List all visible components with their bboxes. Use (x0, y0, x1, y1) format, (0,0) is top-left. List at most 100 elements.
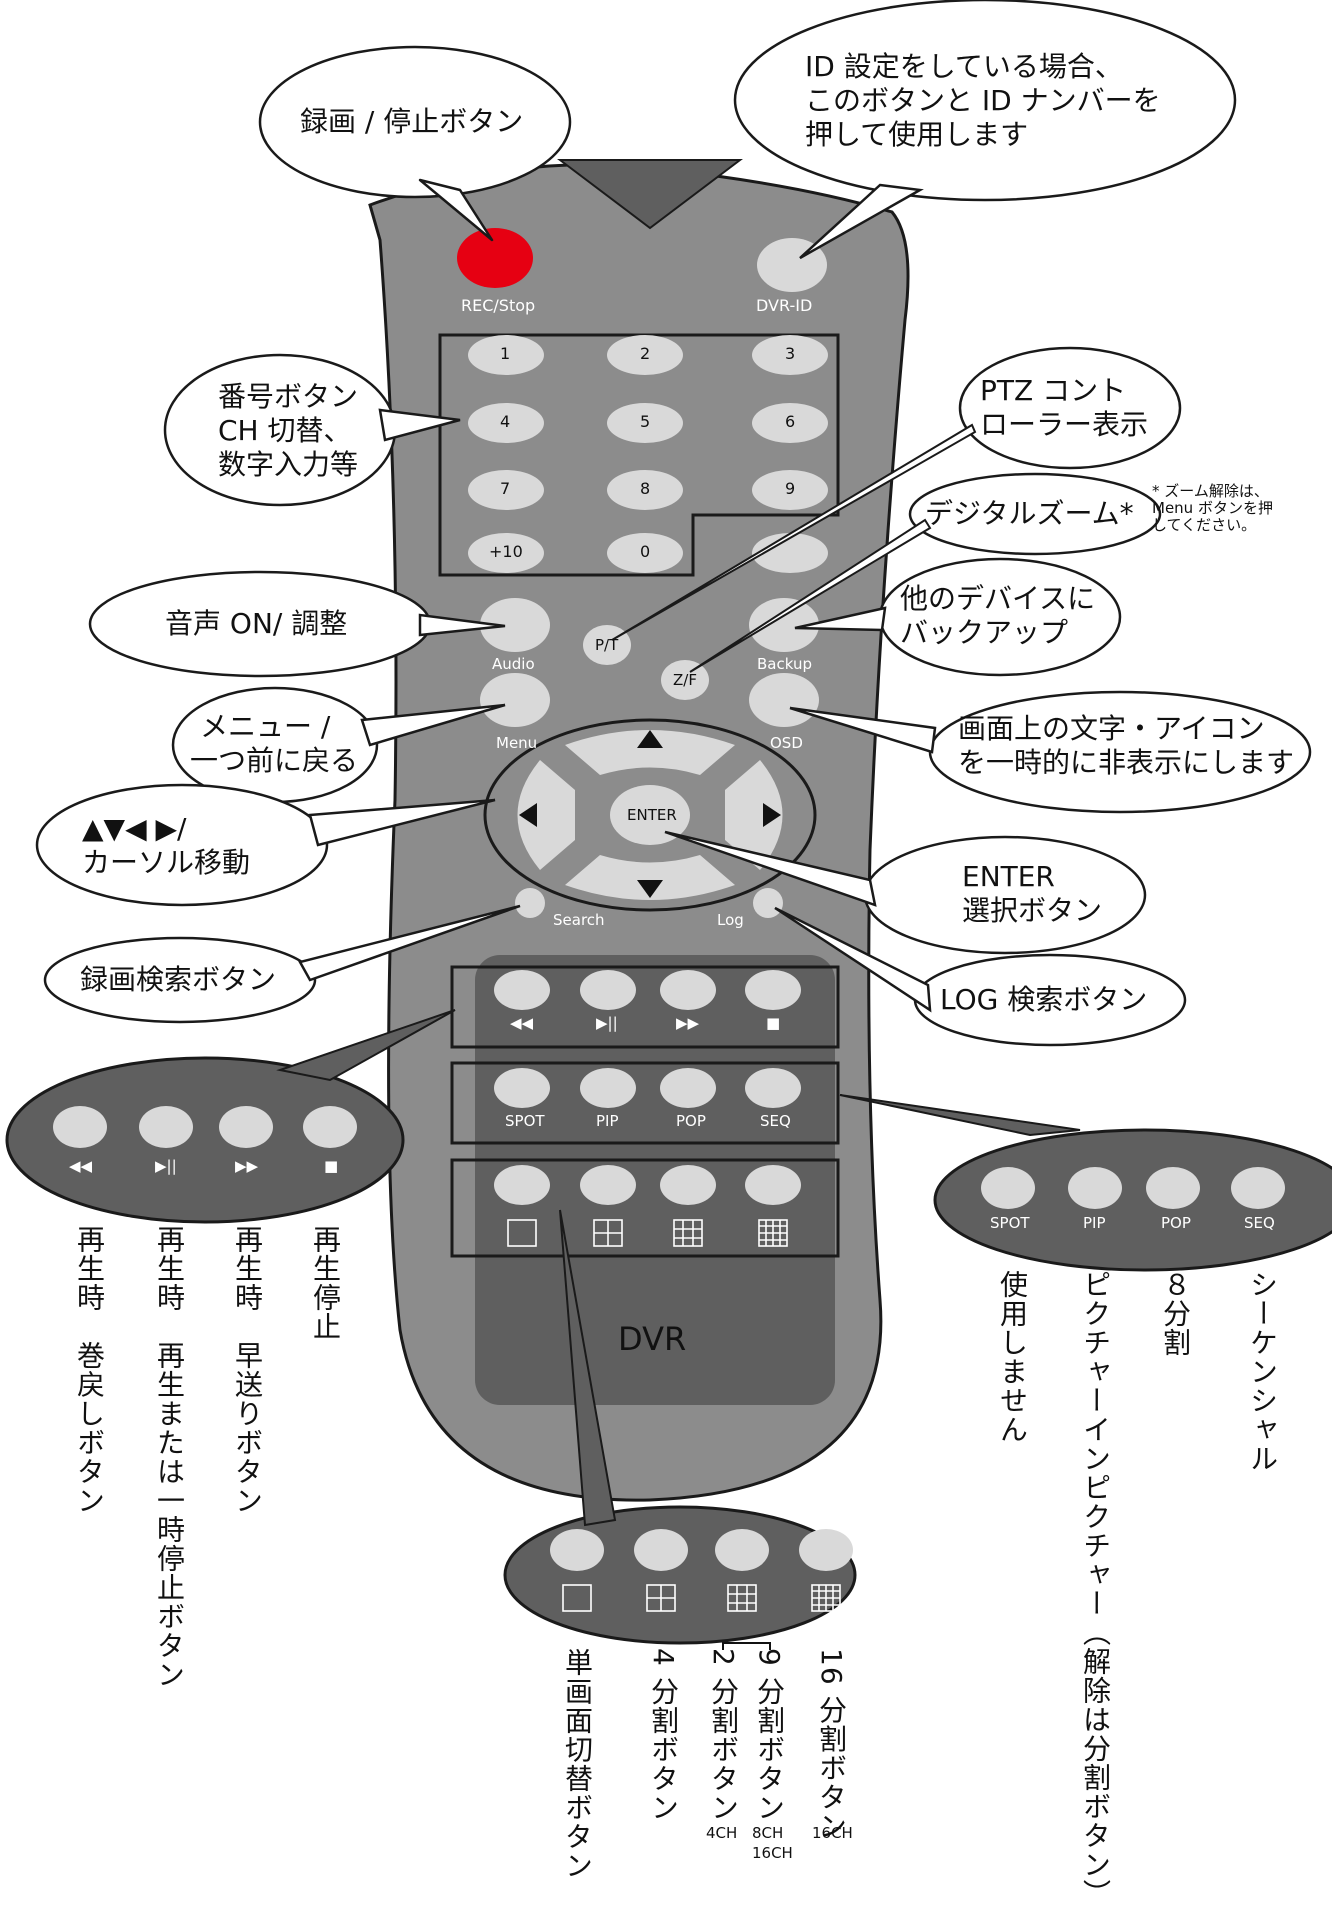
num-0 (607, 533, 683, 573)
log-label: Log (717, 911, 744, 929)
num-8 (607, 470, 683, 510)
zoom-seq-button (1231, 1167, 1285, 1209)
cursor-bubble (35, 783, 496, 907)
enter-bubble (664, 830, 1147, 955)
search-label: Search (553, 911, 605, 929)
stop-icon: ■ (766, 1014, 781, 1032)
split-1-button (494, 1165, 550, 1205)
rewind-desc: 再生時 巻戻しボタン (73, 1225, 106, 1515)
backup-bubble (794, 557, 1122, 677)
dvrid-callout-1: ID 設定をしている場合、 (805, 50, 1123, 83)
zoom-rewind-icon: ◀◀ (69, 1157, 93, 1175)
num-label-9: 9 (785, 479, 796, 498)
osd-label: OSD (770, 734, 803, 752)
numbers-bubble (163, 353, 461, 507)
split-16-desc: 16 分割ボタン (815, 1648, 848, 1841)
remote-notch (557, 159, 743, 230)
zoom-split-4-button (634, 1529, 688, 1571)
split-4-desc: 4 分割ボタン (647, 1648, 680, 1822)
cursor-callout-1: ▲▼◀ ▶/ (82, 812, 187, 845)
zoom-split-16-button (799, 1529, 853, 1571)
dpad-right (725, 760, 783, 870)
mode-frame (450, 1061, 840, 1145)
num-label-5: 5 (640, 412, 651, 431)
search-callout: 録画検索ボタン (80, 963, 277, 996)
seq-desc: シーケンシャル (1246, 1270, 1279, 1473)
num-blank (752, 533, 828, 573)
fast-forward-desc: 再生時 早送りボタン (231, 1225, 264, 1515)
split-4-icon (593, 1219, 623, 1247)
ptz-callout-2: ローラー表示 (980, 408, 1149, 441)
pop-desc: ８分割 (1159, 1270, 1192, 1357)
rec-callout: 録画 / 停止ボタン (300, 105, 524, 138)
play-pause-desc: 再生時 再生または一時停止ボタン (153, 1225, 186, 1689)
audio-callout: 音声 ON/ 調整 (165, 607, 348, 640)
rewind-button (494, 970, 550, 1010)
zoom-note-3: してください。 (1152, 516, 1257, 534)
arrow-up-icon (637, 730, 663, 748)
zoom-pointer (689, 518, 932, 673)
dvrid-callout-2: このボタンと ID ナンバーを (805, 84, 1161, 117)
fast-forward-icon: ▶▶ (676, 1014, 700, 1032)
enter-label: ENTER (627, 806, 677, 824)
split-4-button (580, 1165, 636, 1205)
zf-label: Z/F (673, 671, 697, 689)
pip-label: PIP (596, 1112, 619, 1130)
arrow-left-icon (519, 803, 537, 827)
zoom-split-16-icon (811, 1584, 841, 1612)
split-9-ch-a: 8CH (752, 1824, 784, 1842)
stop-button (745, 970, 801, 1010)
pip-button (580, 1068, 636, 1108)
zoom-stop-button (303, 1106, 357, 1148)
num-label-10: +10 (489, 542, 523, 561)
seq-button (745, 1068, 801, 1108)
zoom-play-button (139, 1106, 193, 1148)
zoom-pip-button (1068, 1167, 1122, 1209)
menu-bubble (171, 686, 506, 804)
audio-button (480, 598, 550, 652)
ptz-bubble (958, 346, 1182, 470)
num-label-4: 4 (500, 412, 511, 431)
osd-button (749, 673, 819, 727)
search-bubble (43, 904, 521, 1024)
zoom-stop-icon: ■ (324, 1157, 339, 1175)
zoom-bubble (908, 472, 1162, 556)
num-9 (752, 470, 828, 510)
num-3 (752, 335, 828, 375)
dpad-arrows (519, 730, 781, 898)
rec-button (457, 228, 533, 288)
split-1-icon (507, 1219, 537, 1247)
dpad-outline (483, 718, 817, 912)
rec-bubble (258, 45, 572, 242)
pop-label: POP (676, 1112, 706, 1130)
zoom-note-1: * ズーム解除は、 (1152, 482, 1269, 500)
num-10 (468, 533, 544, 573)
playback-frame (450, 965, 840, 1049)
num-6 (752, 403, 828, 443)
zoom-split-1-icon (562, 1584, 592, 1612)
zoom-split-1-button (550, 1529, 604, 1571)
zoom-pip-label: PIP (1083, 1214, 1106, 1232)
rewind-icon: ◀◀ (510, 1014, 534, 1032)
num-label-3: 3 (785, 344, 796, 363)
enter-callout-2: 選択ボタン (962, 894, 1103, 927)
pop-button (660, 1068, 716, 1108)
zoom-split-4-icon (646, 1584, 676, 1612)
dvrid-bubble (733, 0, 1237, 260)
numbers-callout-3: 数字入力等 (218, 448, 359, 481)
playback-zoom (5, 1056, 405, 1224)
split-9-icon (673, 1219, 703, 1247)
osd-callout-1: 画面上の文字・アイコン (958, 712, 1265, 745)
num-4 (468, 403, 544, 443)
menu-label: Menu (496, 734, 538, 752)
log-callout: LOG 検索ボタン (940, 983, 1148, 1016)
zoom-note-2: Menu ボタンを押 (1152, 499, 1273, 517)
zoom-spot-button (981, 1167, 1035, 1209)
log-button (753, 888, 783, 918)
rec-label: REC/Stop (461, 296, 536, 315)
num-label-7: 7 (500, 479, 511, 498)
zf-button (661, 660, 709, 700)
mode-zoom-pointer (839, 1094, 1081, 1137)
ptz-pointer (611, 423, 977, 641)
